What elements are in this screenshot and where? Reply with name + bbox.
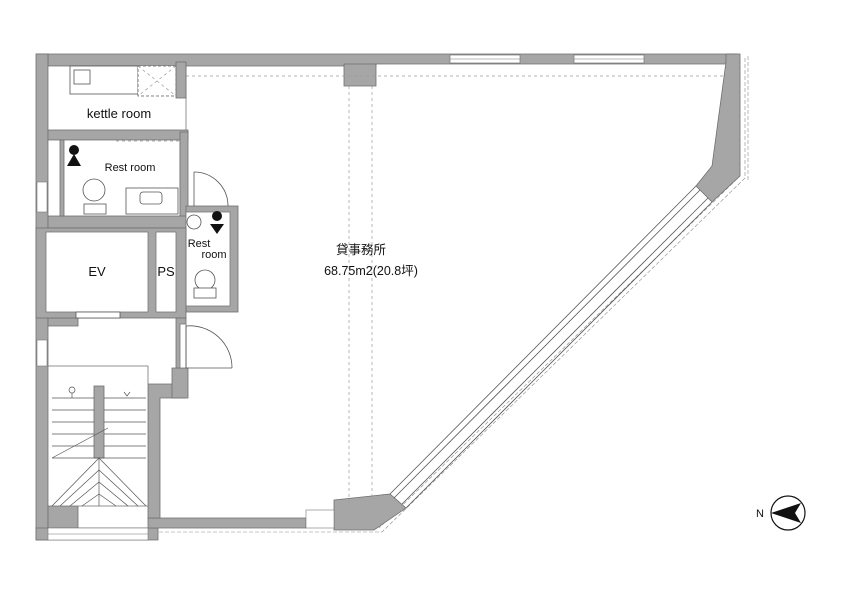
kettle-room-label: kettle room: [87, 106, 151, 121]
ev-label: EV: [88, 264, 106, 279]
restroom-gender-icon: [67, 145, 81, 166]
rest-room-label: Rest room: [105, 162, 156, 174]
rest-room-small-label-1: Rest: [188, 238, 211, 250]
compass: [770, 495, 806, 531]
hall: [175, 317, 233, 369]
office-name: 貸事務所: [336, 242, 386, 257]
diagonal-curtain-wall: [389, 185, 713, 509]
restroom-female-icon: [210, 211, 224, 234]
kettle-room: [47, 61, 189, 141]
windows: [36, 54, 645, 541]
staircase: [47, 365, 149, 507]
rest-room-small: [185, 171, 239, 313]
elevator-shaft: [35, 227, 187, 319]
office-area: 68.75m2(20.8坪): [324, 264, 418, 278]
ceiling-dashed-lines: [186, 75, 726, 506]
rest-room-small-label-2: room: [201, 249, 226, 261]
compass-north-label: N: [756, 508, 764, 520]
ps-label: PS: [157, 264, 175, 279]
rest-room-main: [47, 131, 189, 229]
